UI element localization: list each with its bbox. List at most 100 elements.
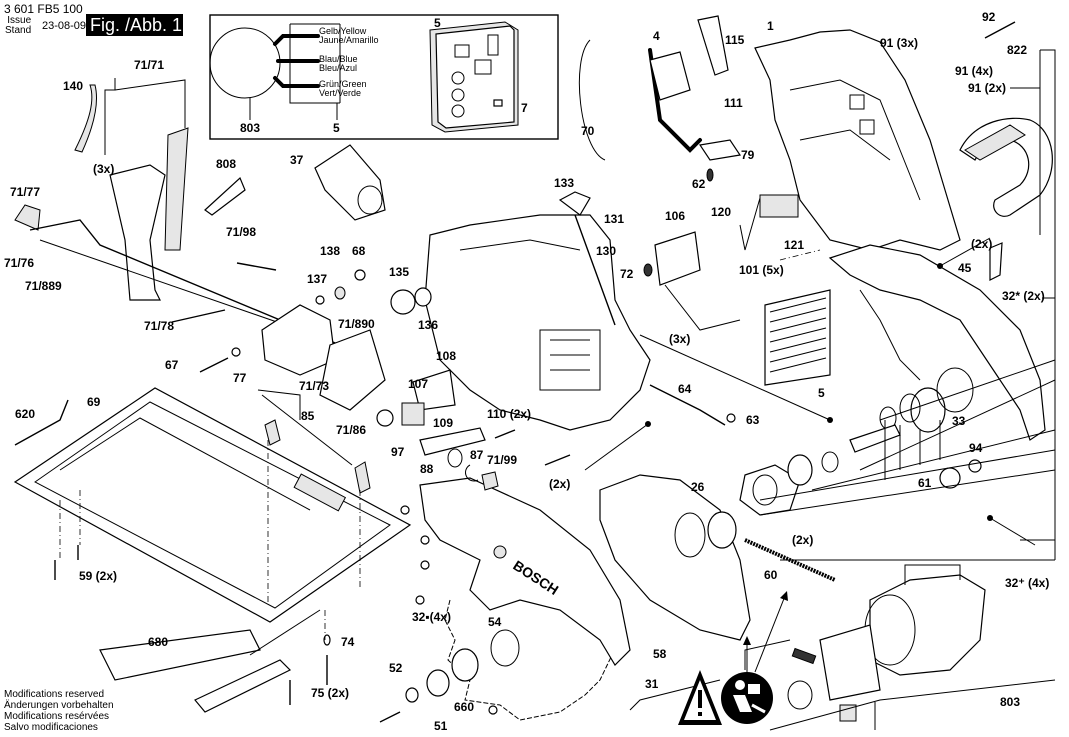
note-line: Änderungen vorbehalten <box>4 700 114 711</box>
bearing-flange <box>707 451 982 549</box>
inset-label-5-right: 5 <box>434 16 441 30</box>
knob-133 <box>558 191 591 216</box>
dust-nozzle-37 <box>314 144 386 221</box>
wire-label-green: Grün/Green Vert/Verde <box>319 80 367 98</box>
wire-yellow <box>273 34 320 46</box>
callout-33: 33 <box>952 414 966 428</box>
arrow-line-b <box>754 595 786 673</box>
callout-91-4x: 91 (4x) <box>955 64 994 78</box>
issue-date: 23-08-09 <box>42 20 87 32</box>
pin-92 <box>984 21 1016 39</box>
wire-label-line: Vert/Verde <box>319 88 362 98</box>
callout-130: 130 <box>596 244 617 258</box>
inset-label-803: 803 <box>240 121 261 135</box>
wire-label-line: Jaune/Amarillo <box>319 35 379 45</box>
callout-54: 54 <box>488 615 502 629</box>
callout-3x-a: (3x) <box>93 162 115 176</box>
part-71-71 <box>109 164 166 301</box>
wire-label-line: Bleu/Azul <box>319 63 358 73</box>
wire-label-yellow: Gelb/Yellow Jaune/Amarillo <box>319 27 379 45</box>
base-plate-69 <box>13 387 412 623</box>
callout-94: 94 <box>969 441 983 455</box>
part-number: 3 601 FB5 100 <box>4 2 83 16</box>
callout-71-77: 71/77 <box>10 185 41 199</box>
wire-label-line: Gelb/Yellow <box>319 26 367 36</box>
callout-5: 5 <box>818 386 825 400</box>
callout-72: 72 <box>620 267 634 281</box>
callout-37: 37 <box>290 153 304 167</box>
issue-label: Issue <box>7 15 32 26</box>
callout-75-2x: 75 (2x) <box>311 686 350 700</box>
nut-71-99 <box>481 471 499 491</box>
callout-69: 69 <box>87 395 101 409</box>
callout-111: 111 <box>724 96 743 110</box>
slider-71-71 <box>164 127 189 251</box>
note-line: Salvo modificaciones <box>4 722 98 733</box>
cable-70 <box>578 39 606 161</box>
bolt-67 <box>199 357 229 373</box>
callout-79: 79 <box>741 148 755 162</box>
callout-138: 138 <box>320 244 341 258</box>
callout-106: 106 <box>665 209 686 223</box>
wire-label-blue: Blau/Blue Bleu/Azul <box>319 55 358 73</box>
clip-87 <box>465 464 479 482</box>
warning-triangle-icon <box>678 670 722 725</box>
bolt-52 <box>379 711 401 723</box>
wire-label-line: Grün/Green <box>319 79 367 89</box>
cover-71-73 <box>319 329 386 411</box>
callout-26: 26 <box>691 480 705 494</box>
switch-108 <box>412 369 456 411</box>
knob-71-77 <box>14 204 41 231</box>
callout-58: 58 <box>653 647 667 661</box>
wiring-inset <box>209 14 559 140</box>
callout-71-890: 71/890 <box>338 317 375 331</box>
brush-107 <box>401 402 425 426</box>
inset-label-5: 5 <box>333 121 340 135</box>
callout-108: 108 <box>436 349 457 363</box>
callout-4: 4 <box>653 29 660 43</box>
figure-label: Fig. /Abb. 1 <box>86 14 183 36</box>
callout-3x-b: (3x) <box>669 332 691 346</box>
callout-120: 120 <box>711 205 732 219</box>
cable-130 <box>574 214 616 326</box>
cable-harness <box>648 48 702 153</box>
callout-71-73: 71/73 <box>299 379 330 393</box>
handle-part-822 <box>959 117 1053 217</box>
callout-32-4x-square: 32▪(4x) <box>412 610 451 624</box>
bolt-2x <box>544 454 571 466</box>
callout-822: 822 <box>1007 43 1028 57</box>
callout-131: 131 <box>604 212 625 226</box>
callout-85: 85 <box>301 409 315 423</box>
lower-guard-31: BOSCH <box>419 477 631 666</box>
callout-52: 52 <box>389 661 403 675</box>
saw-blade <box>444 599 616 721</box>
callout-63: 63 <box>746 413 760 427</box>
capacitor-4 <box>649 51 691 101</box>
ring-88 <box>447 448 463 468</box>
issue-stand-label: Issue Stand <box>5 16 31 36</box>
callout-91-2x: 91 (2x) <box>968 81 1007 95</box>
switch-79 <box>698 139 742 161</box>
callout-109: 109 <box>433 416 454 430</box>
callout-121: 121 <box>784 238 805 252</box>
controller-121 <box>759 194 799 218</box>
small-parts <box>14 15 1016 723</box>
callout-660: 660 <box>454 700 475 714</box>
electronic-module-5 <box>764 289 831 386</box>
callout-97: 97 <box>391 445 405 459</box>
callout-74: 74 <box>341 635 355 649</box>
main-casting <box>424 214 651 431</box>
callout-133: 133 <box>554 176 575 190</box>
callout-64: 64 <box>678 382 692 396</box>
read-manual-icon <box>721 672 773 724</box>
spring-62 <box>706 168 714 182</box>
callout-71-86: 71/86 <box>336 423 367 437</box>
callout-1: 1 <box>767 19 774 33</box>
screw-63 <box>726 413 736 423</box>
washer-71-86 <box>376 409 394 427</box>
callout-2x-c: (2x) <box>792 533 814 547</box>
stand-label: Stand <box>5 25 32 36</box>
modifications-notice: Modifications reserved Änderungen vorbeh… <box>4 689 114 733</box>
callout-51: 51 <box>434 719 448 733</box>
